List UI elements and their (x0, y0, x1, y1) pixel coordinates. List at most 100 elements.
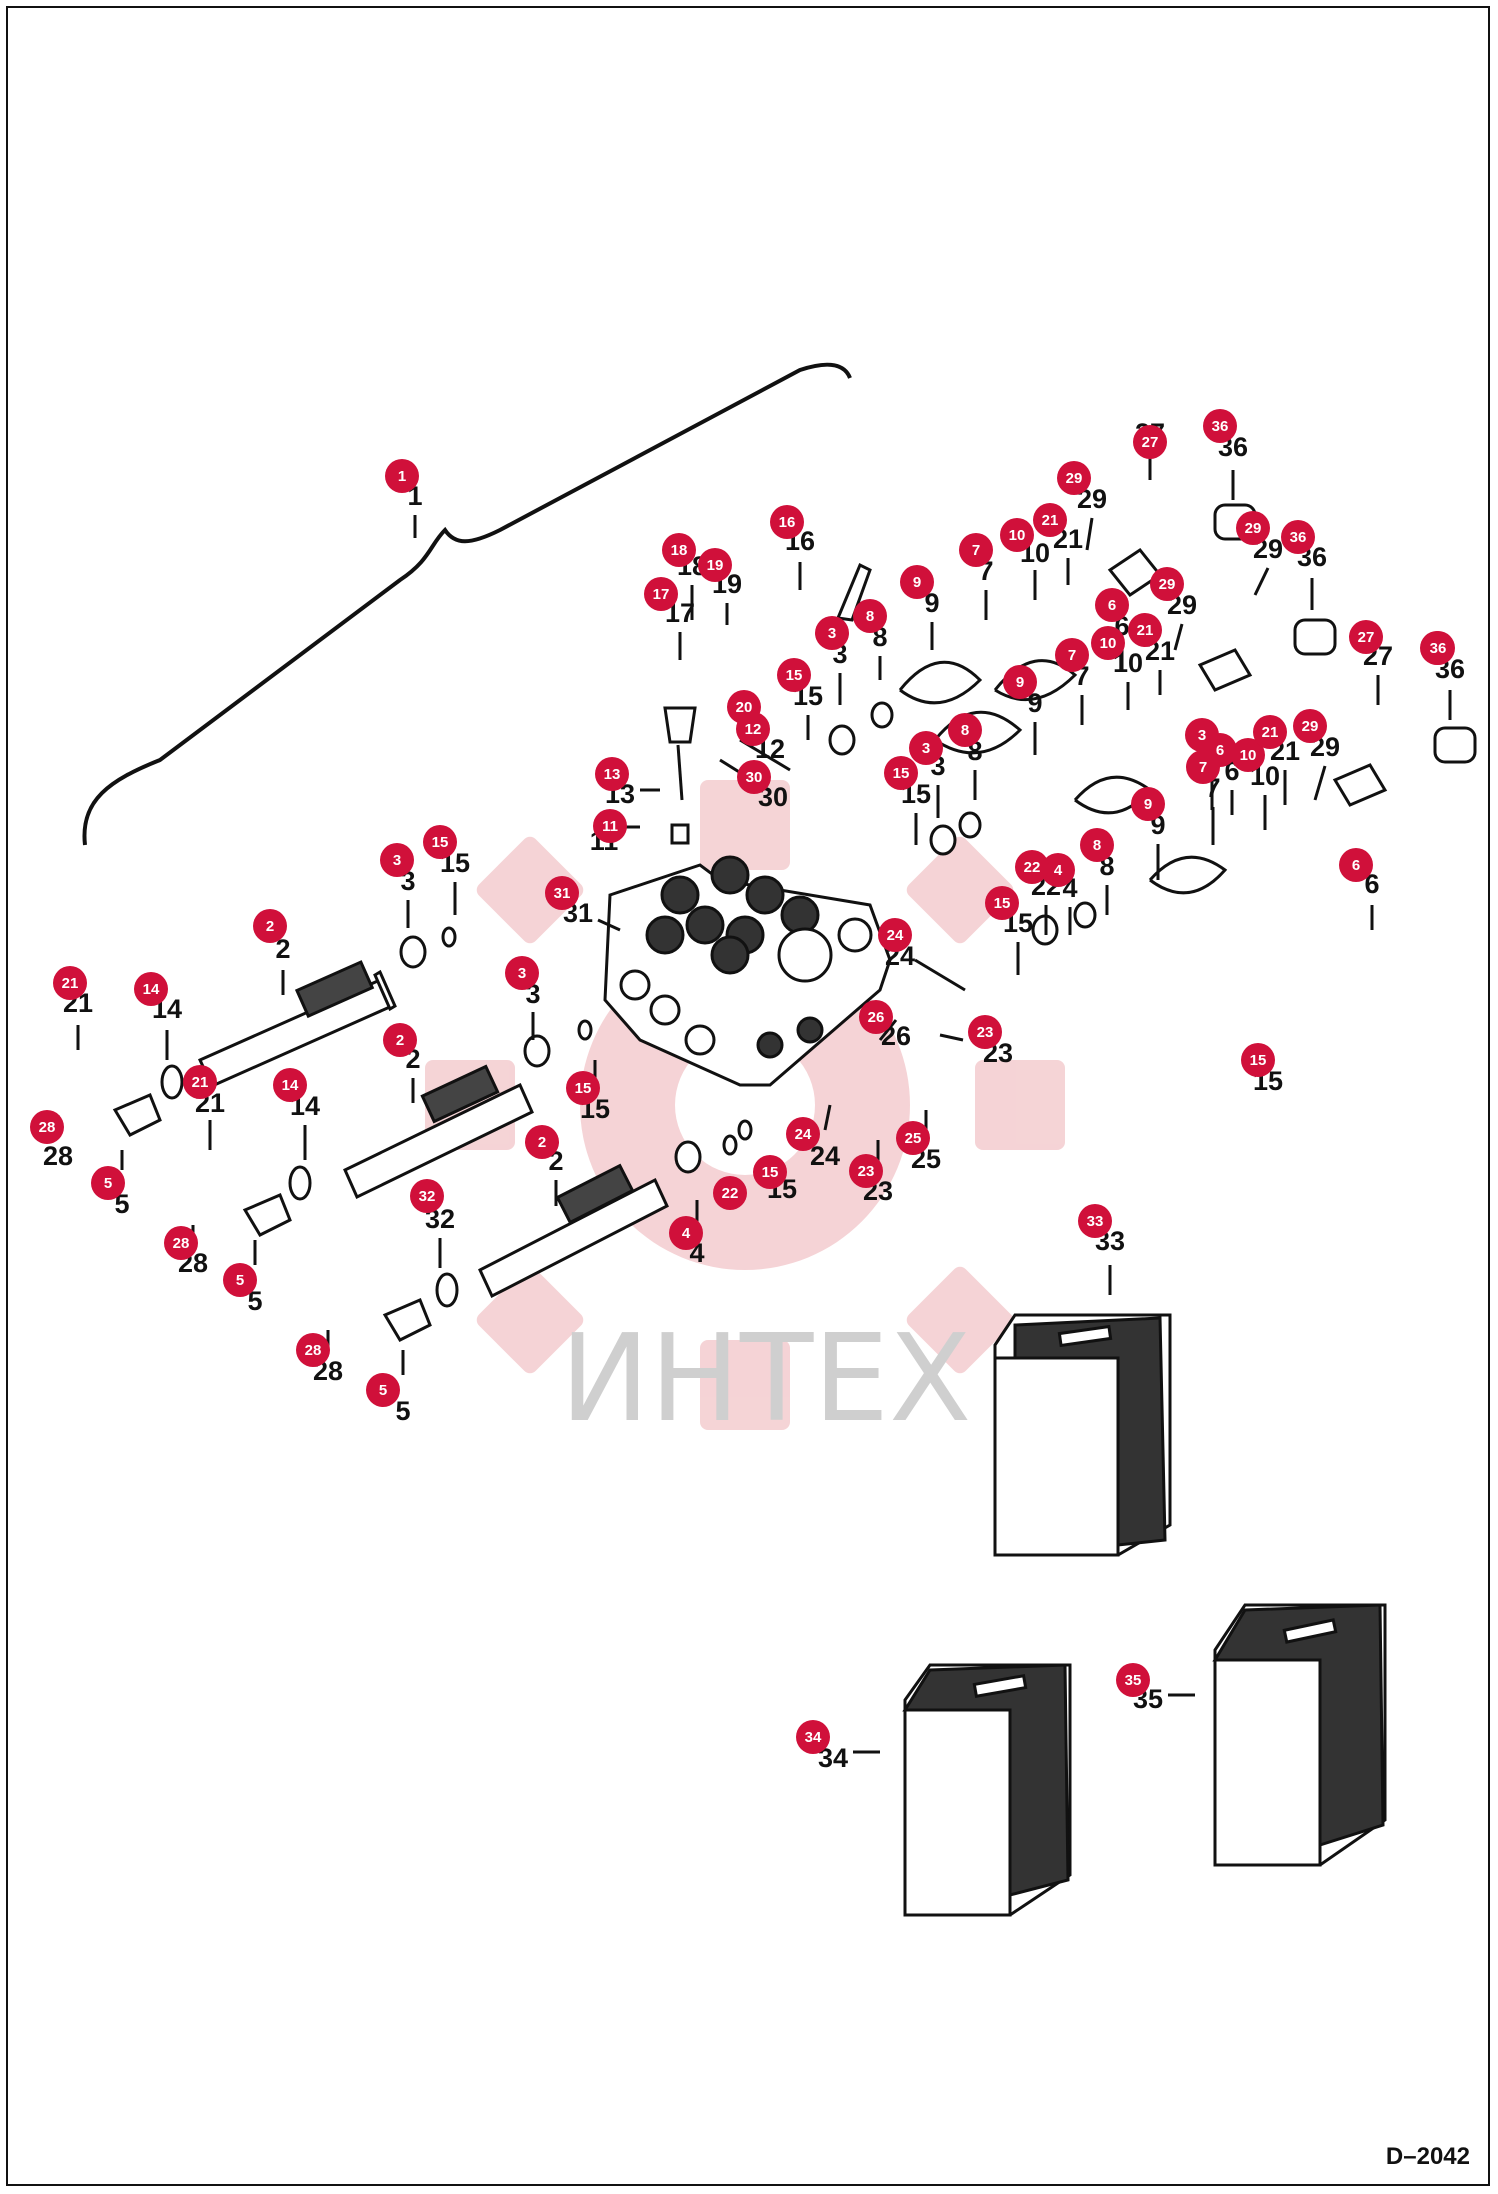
callout-number: 7 (972, 542, 980, 559)
callout-21a[interactable]: 21 (53, 966, 87, 1000)
callout-27a[interactable]: 27 (1133, 425, 1167, 459)
callout-21b[interactable]: 21 (1033, 503, 1067, 537)
callout-29c[interactable]: 29 (1236, 511, 1270, 545)
callout-29a[interactable]: 29 (1057, 461, 1091, 495)
callout-3a[interactable]: 3 (380, 843, 414, 877)
callout-32[interactable]: 32 (410, 1179, 444, 1213)
callout-28c[interactable]: 28 (296, 1333, 330, 1367)
callout-marker (1281, 520, 1315, 554)
callout-8c[interactable]: 8 (1080, 828, 1114, 862)
leader-line (1085, 517, 1094, 551)
callout-marker (948, 713, 982, 747)
callout-23b[interactable]: 23 (849, 1154, 883, 1188)
callout-24a[interactable]: 24 (878, 918, 912, 952)
callout-34[interactable]: 34 (796, 1720, 830, 1754)
callout-5b[interactable]: 5 (223, 1263, 257, 1297)
callout-9a[interactable]: 9 (900, 565, 934, 599)
callout-33[interactable]: 33 (1078, 1204, 1112, 1238)
callout-1[interactable]: 1 (385, 459, 419, 493)
callout-15f[interactable]: 15 (753, 1155, 787, 1189)
callout-15e[interactable]: 15 (985, 886, 1019, 920)
callout-21e[interactable]: 21 (1253, 715, 1287, 749)
callout-10a[interactable]: 10 (1000, 518, 1034, 552)
callout-number: 25 (905, 1130, 922, 1147)
callout-number: 2 (266, 918, 274, 935)
callout-marker (713, 1176, 747, 1210)
callout-35[interactable]: 35 (1116, 1663, 1150, 1697)
callout-21d[interactable]: 21 (1128, 613, 1162, 647)
callout-14b[interactable]: 14 (273, 1068, 307, 1102)
callout-21c[interactable]: 21 (183, 1065, 217, 1099)
callout-number: 24 (795, 1126, 812, 1143)
callout-15g[interactable]: 15 (1241, 1043, 1275, 1077)
callout-36d[interactable]: 36 (1421, 631, 1455, 665)
kit-35 (1212, 1603, 1387, 1867)
callout-marker (30, 1110, 64, 1144)
callout-29b[interactable]: 29 (1150, 567, 1184, 601)
callout-6c[interactable]: 6 (1339, 848, 1373, 882)
callout-number: 8 (866, 608, 874, 625)
callout-29d[interactable]: 29 (1293, 709, 1327, 743)
callout-36b[interactable]: 36 (1281, 520, 1315, 554)
callout-17[interactable]: 17 (644, 577, 678, 611)
callout-27b[interactable]: 27 (1349, 620, 1383, 654)
callout-13[interactable]: 13 (595, 757, 629, 791)
callout-7a[interactable]: 7 (959, 533, 993, 567)
callout-8b[interactable]: 8 (948, 713, 982, 747)
callout-marker (380, 843, 414, 877)
callout-5c[interactable]: 5 (366, 1373, 400, 1407)
callout-8a[interactable]: 8 (853, 599, 887, 633)
callout-marker (985, 886, 1019, 920)
callout-15c[interactable]: 15 (777, 658, 811, 692)
callout-7b[interactable]: 7 (1055, 638, 1089, 672)
callout-26[interactable]: 26 (859, 1000, 893, 1034)
leader-line (597, 918, 621, 932)
callout-2c[interactable]: 2 (525, 1125, 559, 1159)
callout-18[interactable]: 18 (662, 533, 696, 567)
callout-15d[interactable]: 15 (884, 756, 918, 790)
callout-3b[interactable]: 3 (505, 956, 539, 990)
callout-marker (595, 757, 629, 791)
callout-number: 36 (1212, 418, 1229, 435)
callout-15b[interactable]: 15 (566, 1071, 600, 1105)
callout-3d[interactable]: 3 (909, 731, 943, 765)
callout-30[interactable]: 30 (737, 760, 771, 794)
callout-19[interactable]: 19 (698, 548, 732, 582)
callout-4b[interactable]: 4 (1041, 853, 1075, 887)
callout-number: 18 (671, 542, 688, 559)
callout-9c[interactable]: 9 (1131, 787, 1165, 821)
callout-15a[interactable]: 15 (423, 825, 457, 859)
callout-9b[interactable]: 9 (1003, 665, 1037, 699)
callout-2b[interactable]: 2 (383, 1023, 417, 1057)
callout-6a[interactable]: 6 (1095, 588, 1129, 622)
callout-20[interactable]: 20 (727, 690, 761, 724)
callout-22b[interactable]: 22 (713, 1176, 747, 1210)
callout-marker (1055, 638, 1089, 672)
callout-number: 2 (538, 1134, 546, 1151)
callout-number: 16 (779, 514, 796, 531)
callout-10b[interactable]: 10 (1091, 626, 1125, 660)
callout-23a[interactable]: 23 (968, 1015, 1002, 1049)
callout-number: 13 (604, 766, 621, 783)
callout-number: 5 (379, 1382, 387, 1399)
callout-11[interactable]: 11 (593, 809, 627, 843)
printed-part-number: 5 (395, 1396, 410, 1426)
callout-14a[interactable]: 14 (134, 972, 168, 1006)
callout-16[interactable]: 16 (770, 505, 804, 539)
callout-marker (1041, 853, 1075, 887)
callout-28a[interactable]: 28 (30, 1110, 64, 1144)
callout-3c[interactable]: 3 (815, 616, 849, 650)
callout-22a[interactable]: 22 (1015, 850, 1049, 884)
callout-4a[interactable]: 4 (669, 1216, 703, 1250)
callout-31[interactable]: 31 (545, 876, 579, 910)
callout-28b[interactable]: 28 (164, 1226, 198, 1260)
callout-36a[interactable]: 36 (1203, 409, 1237, 443)
callout-25[interactable]: 25 (896, 1121, 930, 1155)
callout-number: 15 (893, 765, 910, 782)
callout-2a[interactable]: 2 (253, 909, 287, 943)
callout-10c[interactable]: 10 (1231, 738, 1265, 772)
callout-24b[interactable]: 24 (786, 1117, 820, 1151)
callout-7c[interactable]: 7 (1186, 750, 1220, 784)
callout-marker (296, 1333, 330, 1367)
callout-5a[interactable]: 5 (91, 1166, 125, 1200)
